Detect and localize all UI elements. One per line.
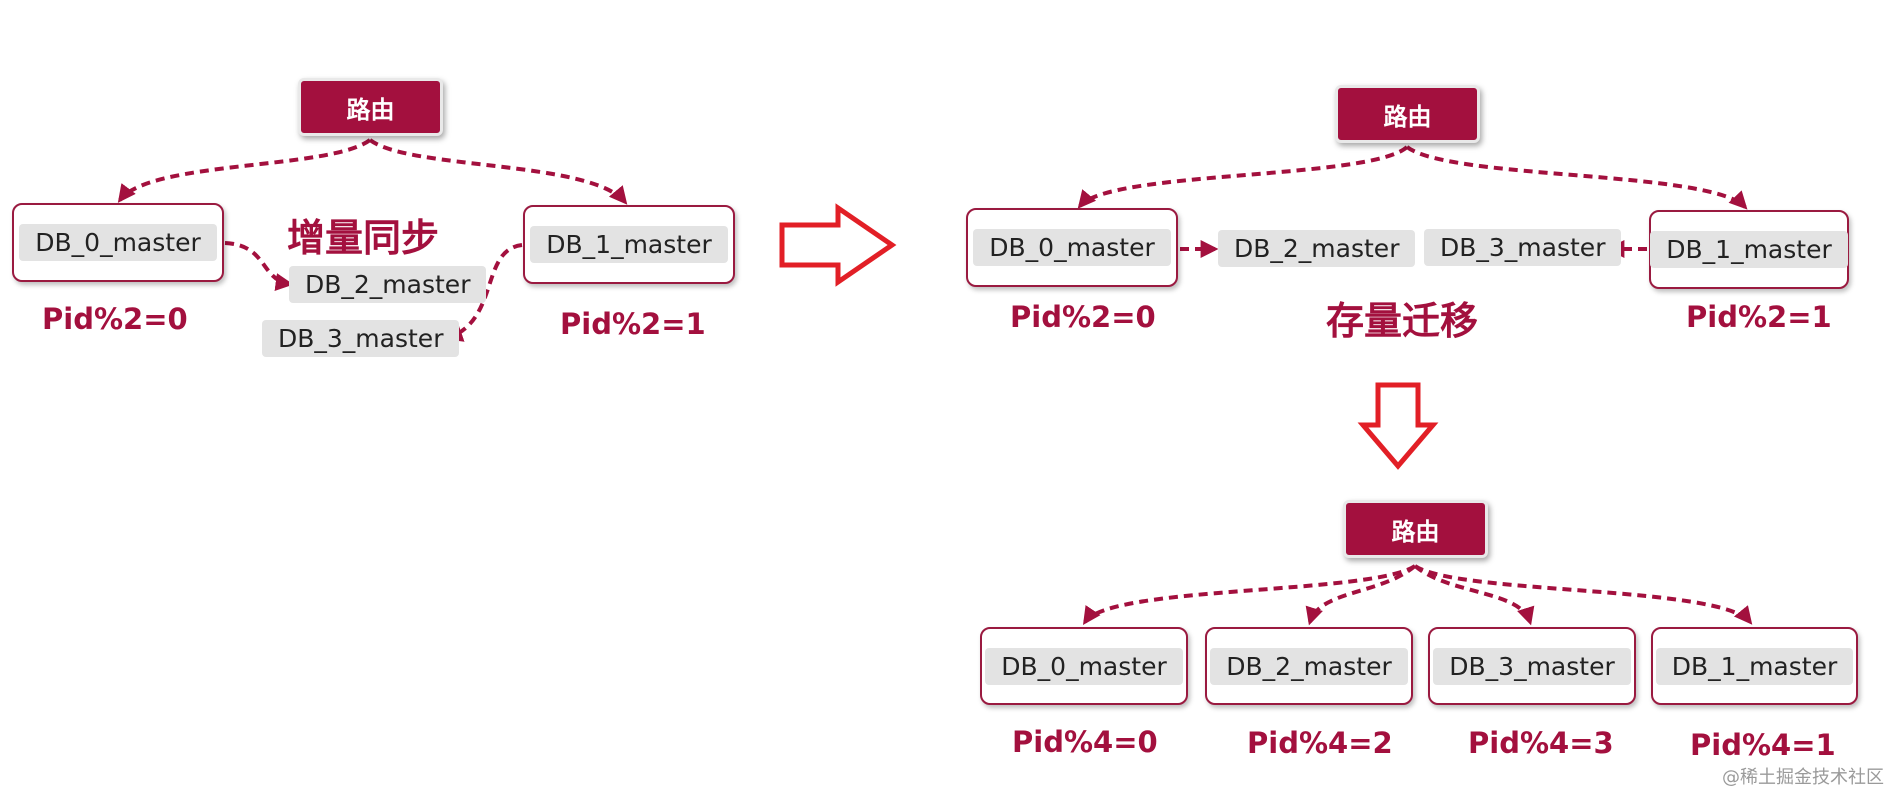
- caption-stock-migration: 存量迁移: [1326, 299, 1479, 343]
- caption-incremental-sync: 增量同步: [287, 216, 440, 260]
- pid-label-db1-right-bottom: Pid%4=1: [1690, 728, 1836, 762]
- big-right-arrow: [779, 203, 897, 287]
- router-label: 路由: [1383, 102, 1432, 131]
- pid-label-db3-right-bottom: Pid%4=3: [1468, 726, 1614, 760]
- db3-label: DB_3_master: [1433, 647, 1631, 685]
- arrow-router-to-db2-rb: [1305, 564, 1417, 626]
- router-box-left: 路由: [298, 78, 443, 136]
- router-label: 路由: [346, 95, 395, 124]
- arrow-router-to-db1-left: [368, 138, 628, 205]
- pid-label-db2-right-bottom: Pid%4=2: [1247, 726, 1393, 760]
- db2-chip-right-top: DB_2_master: [1218, 230, 1416, 267]
- db2-node-right-bottom: DB_2_master: [1205, 627, 1413, 705]
- arrow-router-to-db1-rt: [1405, 145, 1748, 210]
- db0-label: DB_0_master: [19, 224, 217, 261]
- pid-label-db0-right-top: Pid%2=0: [1010, 300, 1156, 334]
- db0-label: DB_0_master: [985, 647, 1183, 685]
- db3-node-right-bottom: DB_3_master: [1428, 627, 1636, 705]
- pid-label-db0-left: Pid%2=0: [42, 302, 188, 336]
- db2-label: DB_2_master: [1210, 647, 1408, 685]
- arrow-router-to-db1-rb: [1413, 564, 1753, 625]
- db1-label: DB_1_master: [530, 226, 728, 263]
- db3-chip-right-top: DB_3_master: [1424, 229, 1622, 266]
- pid-label-db0-right-bottom: Pid%4=0: [1012, 725, 1158, 759]
- router-box-right-bottom: 路由: [1343, 500, 1488, 558]
- arrow-db0-to-db2-left: [224, 241, 294, 291]
- db0-label: DB_0_master: [973, 229, 1171, 266]
- arrow-router-to-db3-rb: [1413, 564, 1535, 626]
- big-down-arrow: [1357, 382, 1439, 470]
- db0-node-right-top: DB_0_master: [966, 208, 1178, 287]
- arrow-router-to-db0-left: [117, 138, 372, 203]
- db1-node-right-top: DB_1_master: [1649, 210, 1849, 289]
- db1-label: DB_1_master: [1655, 647, 1854, 685]
- db3-chip-left: DB_3_master: [262, 320, 460, 357]
- db1-node-right-bottom: DB_1_master: [1651, 627, 1858, 705]
- arrow-router-to-db0-rb: [1082, 564, 1417, 625]
- pid-label-db1-left: Pid%2=1: [560, 307, 706, 341]
- db2-chip-left: DB_2_master: [289, 266, 487, 303]
- watermark: @稀土掘金技术社区: [1722, 767, 1884, 788]
- db1-label: DB_1_master: [1650, 231, 1848, 268]
- router-box-right-top: 路由: [1335, 85, 1480, 143]
- arrow-db1-to-db3-left: [444, 243, 523, 342]
- router-label: 路由: [1391, 517, 1440, 546]
- db1-node-left: DB_1_master: [523, 205, 735, 284]
- arrow-router-to-db0-rt: [1077, 145, 1409, 209]
- db0-node-left: DB_0_master: [12, 203, 224, 282]
- db0-node-right-bottom: DB_0_master: [980, 627, 1188, 705]
- pid-label-db1-right-top: Pid%2=1: [1686, 300, 1832, 334]
